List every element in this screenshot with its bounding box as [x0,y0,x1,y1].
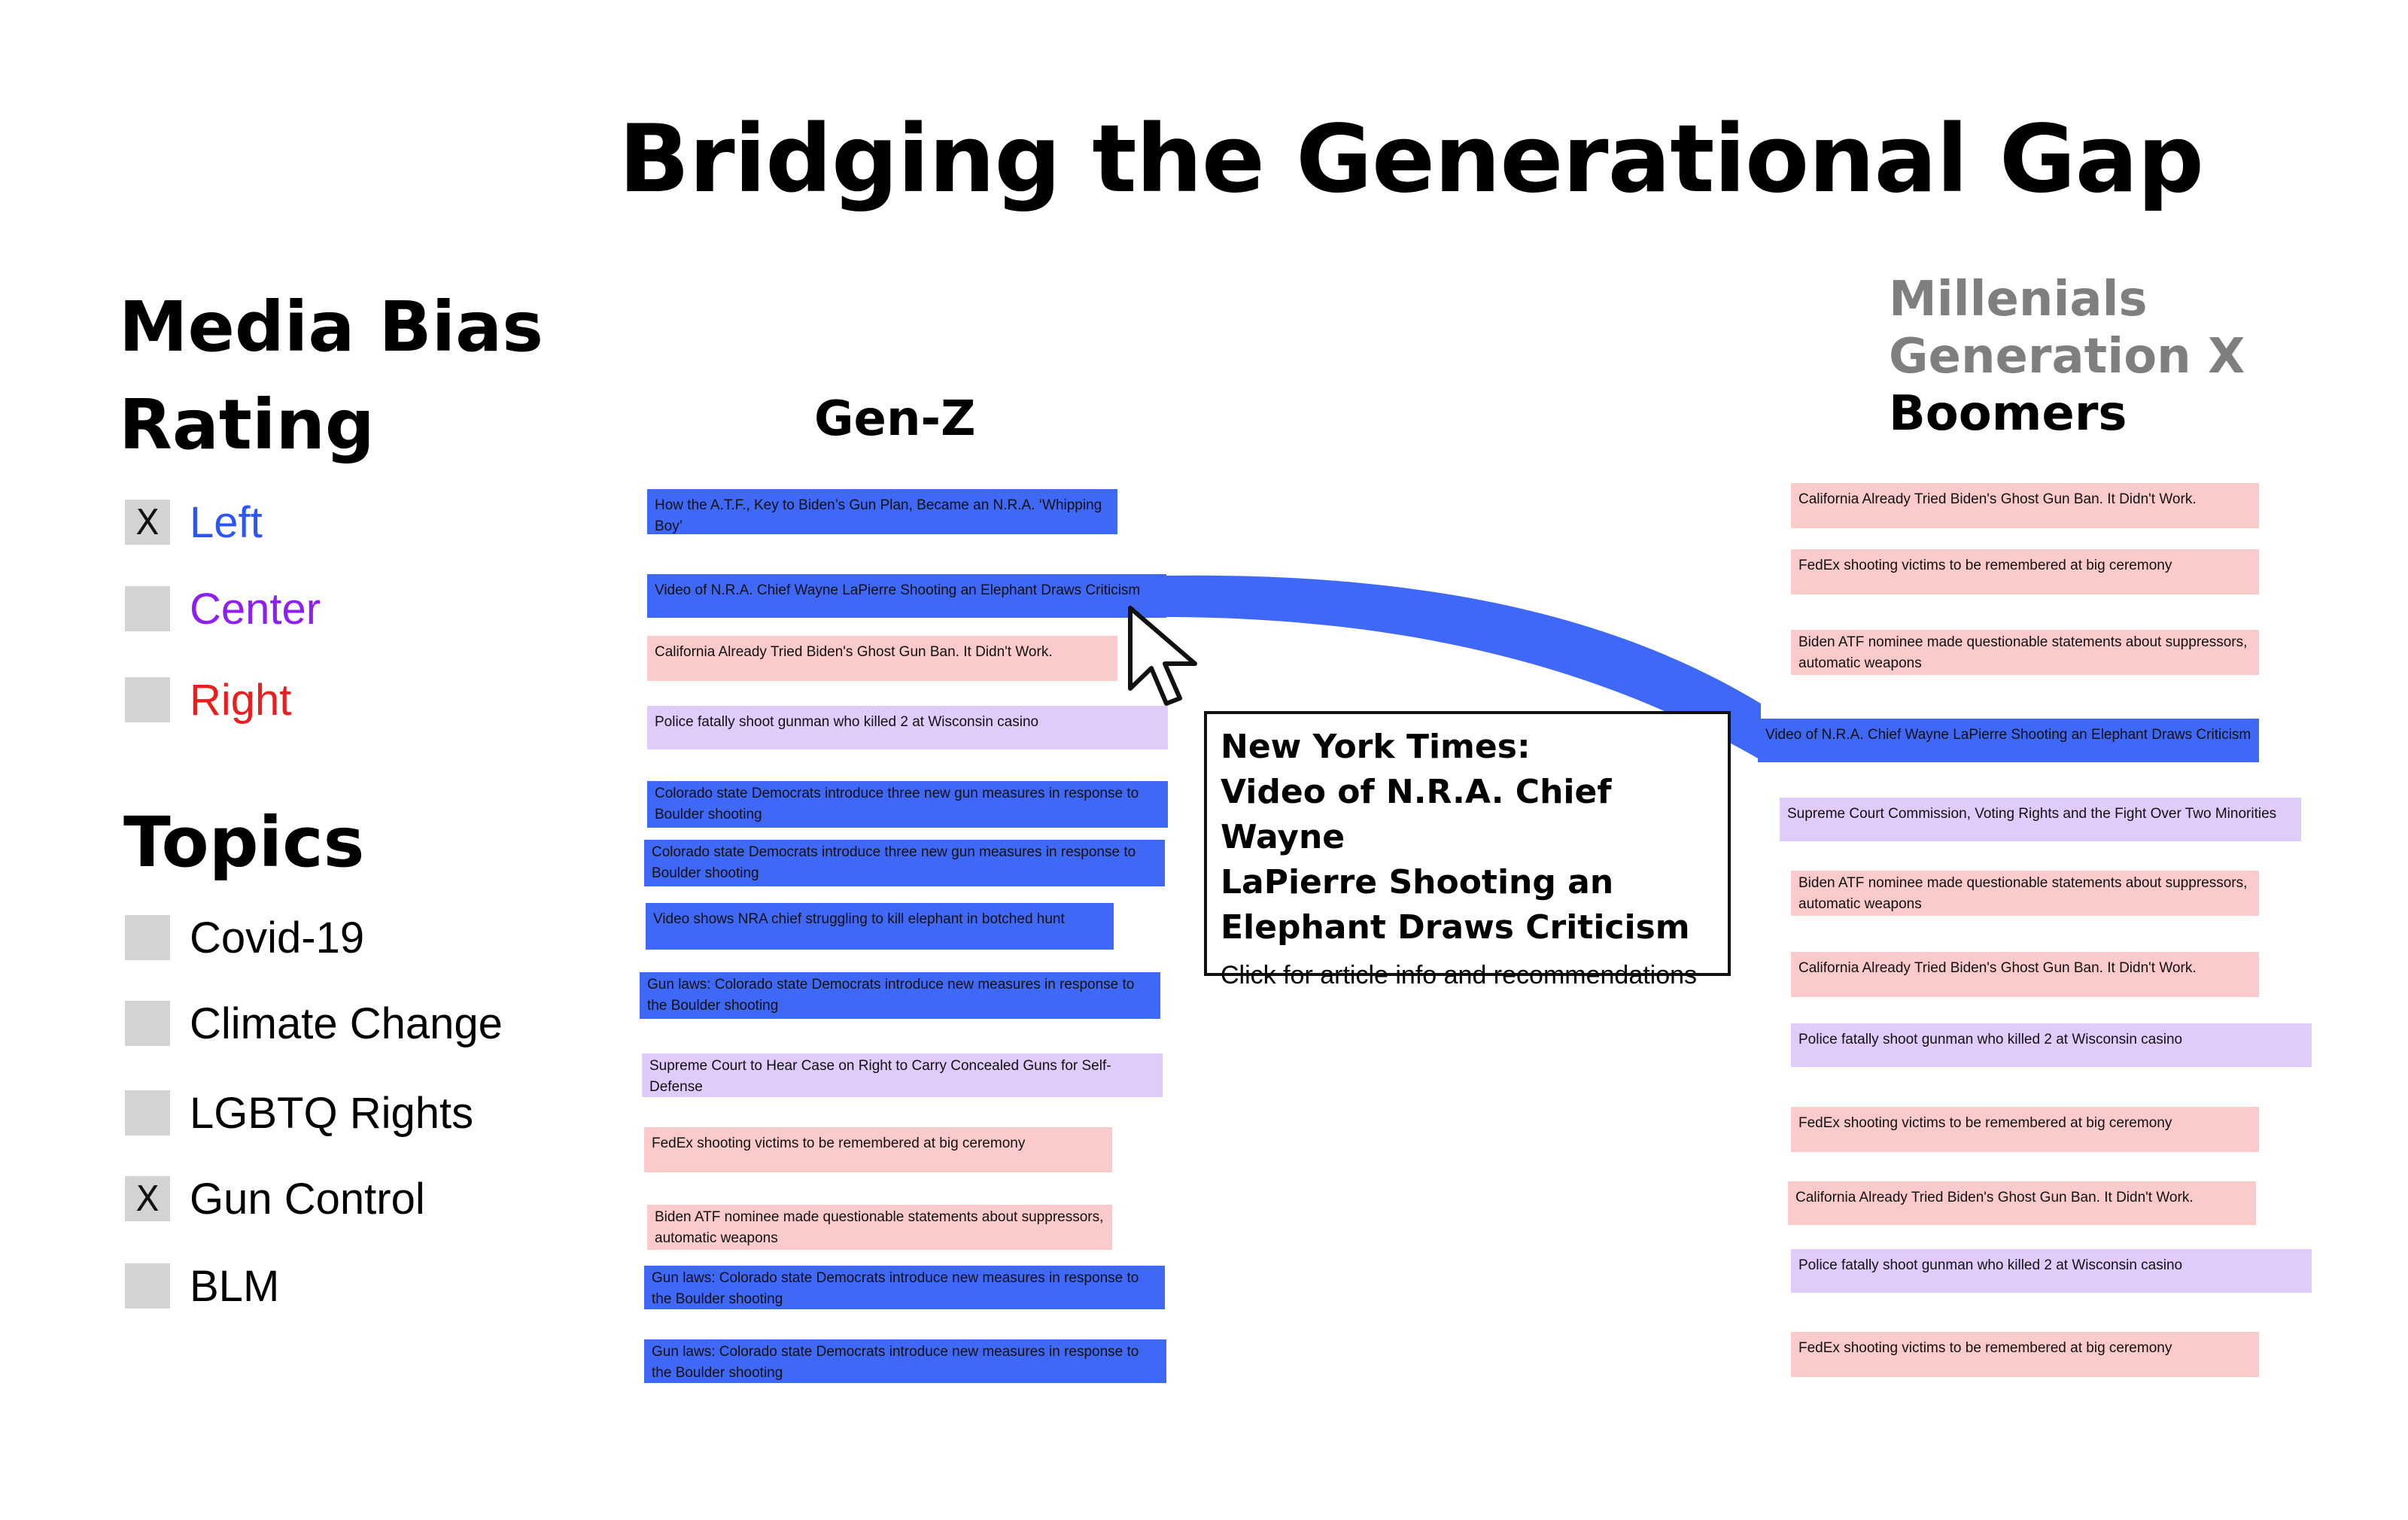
generation-selector[interactable]: Millenials Generation X Boomers [1889,271,2245,442]
media-bias-heading-line1: Media Bias [119,287,543,367]
article-headline: Video of N.R.A. Chief Wayne LaPierre Sho… [1765,727,2251,743]
topic-label-covid-19: Covid-19 [190,913,365,962]
article-headline: FedEx shooting victims to be remembered … [652,1135,1026,1151]
genz-article-card[interactable]: Police fatally shoot gunman who killed 2… [647,706,1168,749]
article-headline: Colorado state Democrats introduce three… [652,844,1136,881]
article-headline: California Already Tried Biden's Ghost G… [1795,1190,2194,1205]
bias-label-left: Left [190,497,263,547]
checkbox-covid-19[interactable] [125,915,170,960]
article-headline: Biden ATF nominee made questionable stat… [1798,634,2248,671]
checkbox-climate-change[interactable] [125,1001,170,1046]
checkbox-lgbtq-rights[interactable] [125,1090,170,1135]
topic-label-blm: BLM [190,1261,280,1311]
checkbox-blm[interactable] [125,1263,170,1309]
article-headline: Police fatally shoot gunman who killed 2… [655,714,1039,730]
generation-gen-x[interactable]: Generation X [1889,329,2245,385]
genz-article-card[interactable]: FedEx shooting victims to be remembered … [644,1127,1112,1172]
article-headline: Supreme Court to Hear Case on Right to C… [649,1058,1111,1095]
topics-heading: Topics [123,802,365,883]
topic-option-climate-change[interactable]: Climate Change [125,999,503,1048]
article-headline: California Already Tried Biden's Ghost G… [1798,491,2197,507]
topic-label-climate-change: Climate Change [190,999,503,1048]
topic-option-lgbtq-rights[interactable]: LGBTQ Rights [125,1088,474,1138]
article-headline: Colorado state Democrats introduce three… [655,786,1139,822]
tooltip-headline-line2: LaPierre Shooting an [1221,863,1614,901]
article-headline: Biden ATF nominee made questionable stat… [655,1209,1104,1246]
article-headline: Gun laws: Colorado state Democrats intro… [652,1270,1139,1307]
genz-article-card[interactable]: Supreme Court to Hear Case on Right to C… [642,1053,1163,1097]
article-headline: Video shows NRA chief struggling to kill… [653,911,1065,927]
boomers-article-card-selected[interactable]: Video of N.R.A. Chief Wayne LaPierre Sho… [1758,719,2259,762]
checkbox-right[interactable] [125,677,170,722]
article-headline: How the A.T.F., Key to Biden’s Gun Plan,… [655,497,1102,534]
genz-article-card[interactable]: Colorado state Democrats introduce three… [647,781,1168,828]
tooltip-headline-line3: Elephant Draws Criticism [1221,908,1690,947]
genz-article-card[interactable]: Video shows NRA chief struggling to kill… [646,903,1114,950]
article-headline: Gun laws: Colorado state Democrats intro… [652,1344,1139,1381]
bias-option-left[interactable]: X Left [125,497,263,547]
checkbox-left[interactable]: X [125,500,170,545]
boomers-article-card[interactable]: FedEx shooting victims to be remembered … [1791,549,2259,594]
page-title: Bridging the Generational Gap [618,105,2204,214]
boomers-article-card[interactable]: Supreme Court Commission, Voting Rights … [1780,798,2301,841]
boomers-article-card[interactable]: Police fatally shoot gunman who killed 2… [1791,1249,2312,1293]
tooltip-cta[interactable]: Click for article info and recommendatio… [1221,961,1698,990]
article-headline: FedEx shooting victims to be remembered … [1798,558,2172,573]
genz-article-card-selected[interactable]: Video of N.R.A. Chief Wayne LaPierre Sho… [647,574,1166,618]
article-headline: Supreme Court Commission, Voting Rights … [1787,806,2277,822]
genz-article-card[interactable]: Gun laws: Colorado state Democrats intro… [644,1266,1165,1309]
topic-label-lgbtq-rights: LGBTQ Rights [190,1088,474,1138]
boomers-article-card[interactable]: Police fatally shoot gunman who killed 2… [1791,1023,2312,1067]
genz-heading: Gen-Z [814,391,976,447]
generation-millenials[interactable]: Millenials [1889,272,2148,327]
article-tooltip[interactable]: New York Times: Video of N.R.A. Chief Wa… [1204,711,1731,990]
article-headline: Biden ATF nominee made questionable stat… [1798,875,2248,912]
genz-article-card[interactable]: Gun laws: Colorado state Democrats intro… [640,972,1160,1019]
article-headline: FedEx shooting victims to be remembered … [1798,1115,2172,1131]
topic-option-blm[interactable]: BLM [125,1261,280,1311]
bias-label-right: Right [190,675,292,725]
boomers-article-card[interactable]: California Already Tried Biden's Ghost G… [1788,1181,2256,1225]
checkbox-gun-control[interactable]: X [125,1176,170,1221]
media-bias-heading: Media Bias Rating [119,278,543,474]
genz-article-card[interactable]: How the A.T.F., Key to Biden’s Gun Plan,… [647,489,1117,534]
boomers-article-card[interactable]: California Already Tried Biden's Ghost G… [1791,483,2259,528]
topic-option-gun-control[interactable]: X Gun Control [125,1174,425,1224]
bias-option-center[interactable]: Center [125,584,321,634]
genz-article-card[interactable]: Gun laws: Colorado state Democrats intro… [644,1339,1166,1383]
topic-option-covid-19[interactable]: Covid-19 [125,914,364,962]
article-headline: Police fatally shoot gunman who killed 2… [1798,1257,2183,1273]
article-headline: FedEx shooting victims to be remembered … [1798,1340,2172,1356]
boomers-article-card[interactable]: California Already Tried Biden's Ghost G… [1791,952,2259,997]
genz-article-card[interactable]: Colorado state Democrats introduce three… [644,840,1165,886]
article-headline: Police fatally shoot gunman who killed 2… [1798,1032,2183,1047]
article-headline: Gun laws: Colorado state Democrats intro… [647,977,1135,1014]
article-headline: California Already Tried Biden's Ghost G… [1798,960,2197,976]
genz-article-card[interactable]: Biden ATF nominee made questionable stat… [647,1205,1112,1250]
boomers-article-card[interactable]: FedEx shooting victims to be remembered … [1791,1332,2259,1377]
checkbox-center[interactable] [125,586,170,631]
bias-label-center: Center [190,584,321,634]
boomers-article-card[interactable]: FedEx shooting victims to be remembered … [1791,1107,2259,1152]
topic-label-gun-control: Gun Control [190,1174,425,1224]
connection-ribbon-path [1163,575,1761,760]
article-headline: California Already Tried Biden's Ghost G… [655,644,1053,660]
media-bias-heading-line2: Rating [119,385,375,465]
tooltip-source: New York Times: [1221,728,1531,766]
boomers-article-card[interactable]: Biden ATF nominee made questionable stat… [1791,871,2259,916]
genz-article-card[interactable]: California Already Tried Biden's Ghost G… [647,636,1117,681]
bias-option-right[interactable]: Right [125,675,292,725]
tooltip-headline-line1: Video of N.R.A. Chief Wayne [1221,773,1612,856]
boomers-article-card[interactable]: Biden ATF nominee made questionable stat… [1791,630,2259,675]
generation-boomers[interactable]: Boomers [1889,386,2127,442]
article-headline: Video of N.R.A. Chief Wayne LaPierre Sho… [655,582,1141,598]
